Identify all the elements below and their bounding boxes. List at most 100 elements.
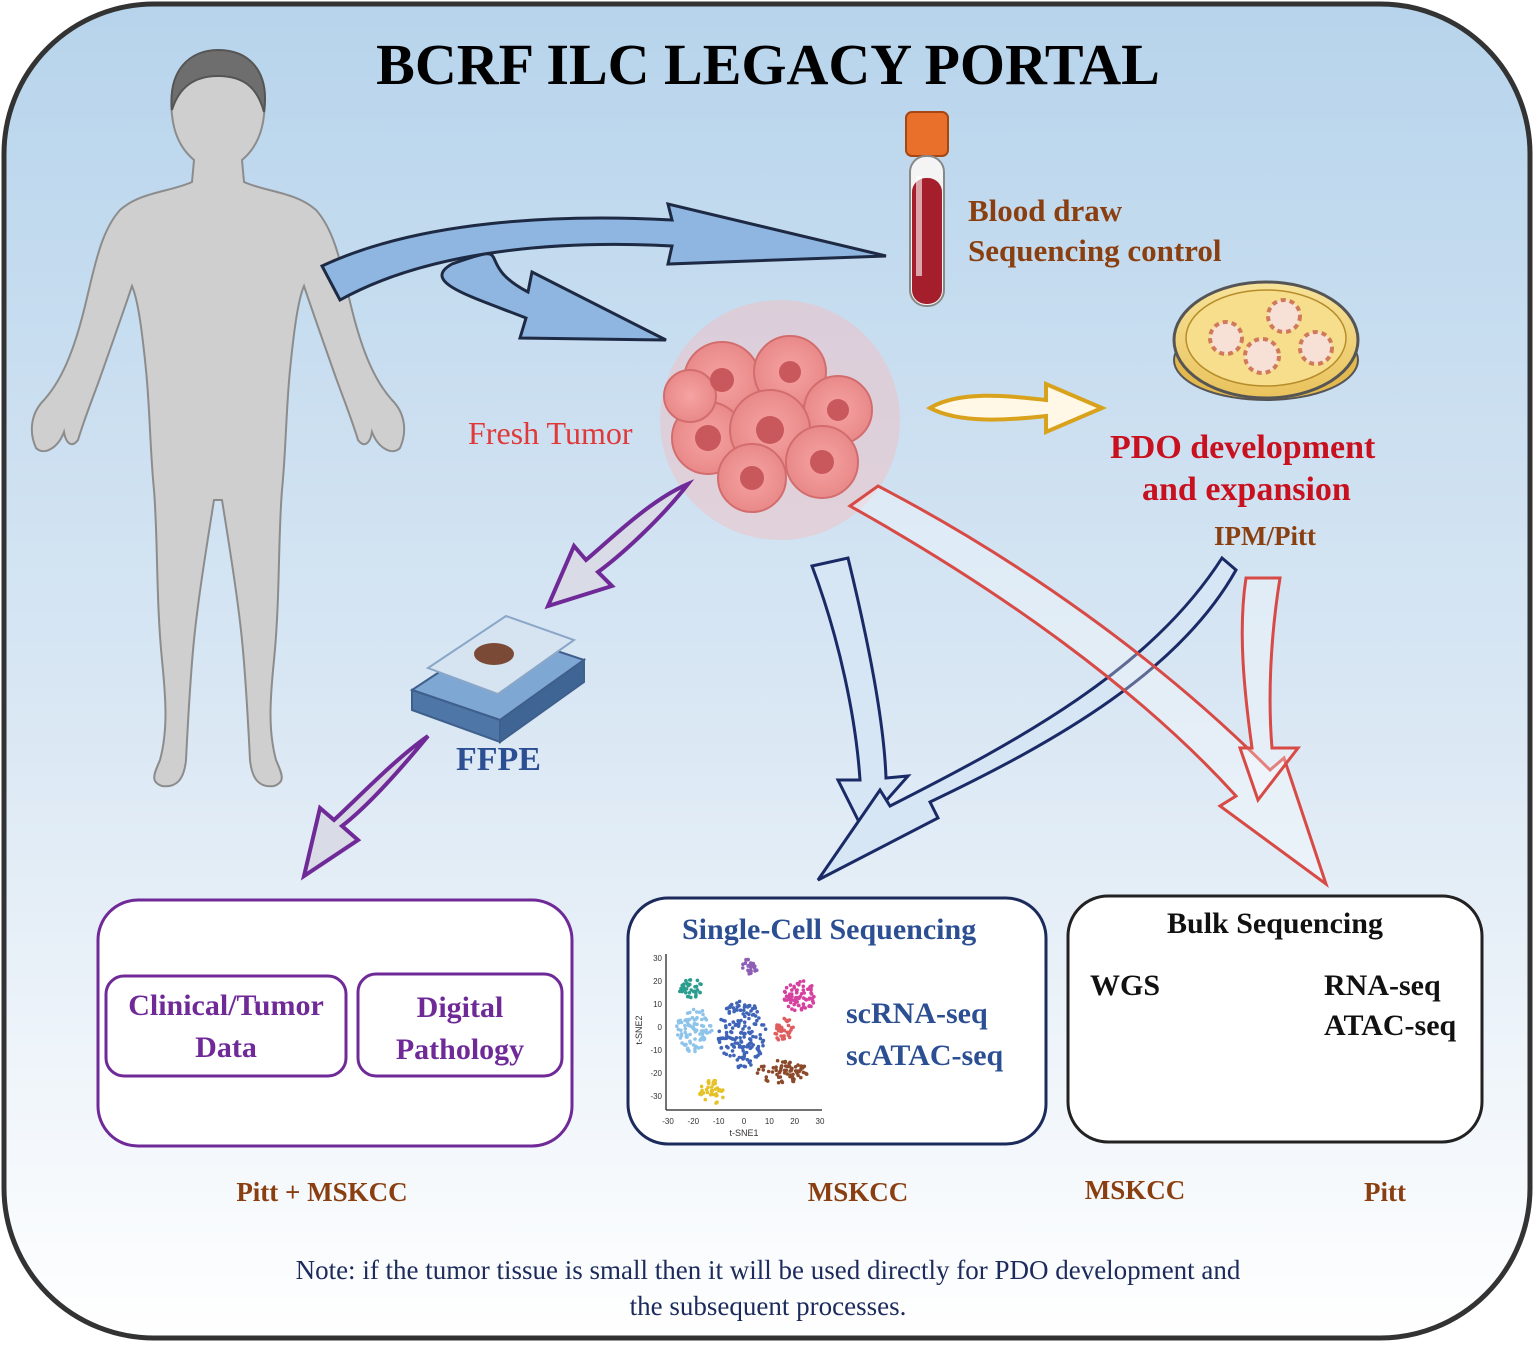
tsne-point [735,1058,740,1062]
tsne-point [684,990,688,995]
tsne-point [684,987,689,991]
clinical-site-label: Pitt + MSKCC [236,1177,408,1207]
tsne-point [761,1068,766,1072]
tsne-point [698,982,702,986]
tsne-point [746,964,750,968]
tsne-point [761,1038,766,1043]
tsne-point [730,1049,735,1053]
tsne-point [784,994,789,998]
tsne-point [809,988,813,992]
tsne-point [683,1030,687,1035]
tsne-point [714,1101,718,1105]
tsne-point [695,1010,699,1014]
tsne-point [747,1041,752,1046]
tsne-point [742,1035,746,1039]
tsne-point [745,1045,749,1049]
tsne-point [783,1064,788,1068]
tsne-point [727,1022,732,1027]
tsne-point [699,1037,703,1041]
tsne-point [798,980,802,984]
tsne-point [697,1010,702,1015]
blood-tube-icon [905,111,949,307]
clinical-data-label-line2: Data [195,1031,257,1064]
atac-seq-label: ATAC-seq [1324,1009,1457,1042]
tsne-point [757,1016,761,1020]
tsne-point [718,1036,723,1041]
tsne-point [793,1069,798,1073]
tsne-point [788,1073,792,1077]
tsne-point [795,1000,799,1004]
tsne-y-tick: 20 [653,977,662,986]
tsne-point [801,988,806,992]
clinical-data-box [104,974,348,1078]
tsne-point [687,1017,692,1022]
tsne-point [677,1021,681,1025]
tsne-point [699,1092,703,1097]
tsne-point [749,964,753,969]
blood-draw-label: Blood draw [968,193,1123,228]
bulk-site-label-2: Pitt [1364,1177,1406,1207]
tsne-point [777,1070,782,1074]
tsne-point [758,1051,763,1056]
tsne-point [786,997,791,1001]
tsne-point [790,988,794,992]
tsne-point [695,1015,699,1020]
tsne-point [717,1040,722,1044]
tsne-point [766,1069,771,1074]
arrow-patient-to-tumor [440,252,667,342]
tsne-point [684,978,688,983]
tsne-point [776,1037,781,1042]
tsne-point [721,1095,725,1100]
tsne-point [741,1027,745,1031]
tsne-point [737,1055,742,1060]
tsne-point [692,1018,697,1022]
tsne-point [705,1031,710,1035]
tsne-point [691,1007,696,1012]
tsne-point [782,1016,786,1021]
tsne-point [701,1024,706,1028]
tsne-point [676,1033,680,1037]
tsne-point [787,1018,792,1022]
tsne-point [688,1039,692,1044]
tsne-point [761,1023,766,1027]
tsne-point [688,978,692,982]
sequencing-control-label: Sequencing control [968,233,1222,268]
tsne-point [775,1023,779,1027]
tsne-point [751,1043,755,1047]
tsne-point [753,969,757,973]
tsne-point [782,997,787,1002]
tsne-point [748,1059,753,1063]
scatac-seq-label: scATAC-seq [846,1039,1004,1072]
arrow-patient-to-blood [319,201,887,303]
tsne-point [807,996,812,1000]
tsne-point [804,1071,808,1076]
tsne-point [756,1067,761,1072]
scrna-seq-label: scRNA-seq [846,997,988,1030]
ffpe-block-icon [409,614,587,744]
tsne-point [708,1092,713,1097]
tsne-point [782,1068,787,1073]
tsne-point [742,1056,746,1060]
tsne-point [678,1036,683,1040]
tsne-point [705,1090,710,1095]
tsne-point [741,962,745,967]
tsne-point [803,1006,807,1010]
tsne-point [719,1046,723,1050]
tsne-point [787,994,792,998]
tsne-point [779,1034,783,1038]
tsne-point [748,1037,752,1041]
tsne-point [706,1079,711,1083]
tsne-point [797,983,801,987]
tsne-point [755,1018,759,1023]
tsne-point [713,1081,717,1086]
tsne-point [694,984,699,989]
note-line1: Note: if the tumor tissue is small then … [295,1255,1241,1285]
tsne-point [695,1022,699,1027]
tsne-x-tick: -30 [662,1117,674,1126]
tsne-point [739,1031,743,1035]
tsne-point [737,1021,741,1025]
tsne-point [735,1005,739,1009]
